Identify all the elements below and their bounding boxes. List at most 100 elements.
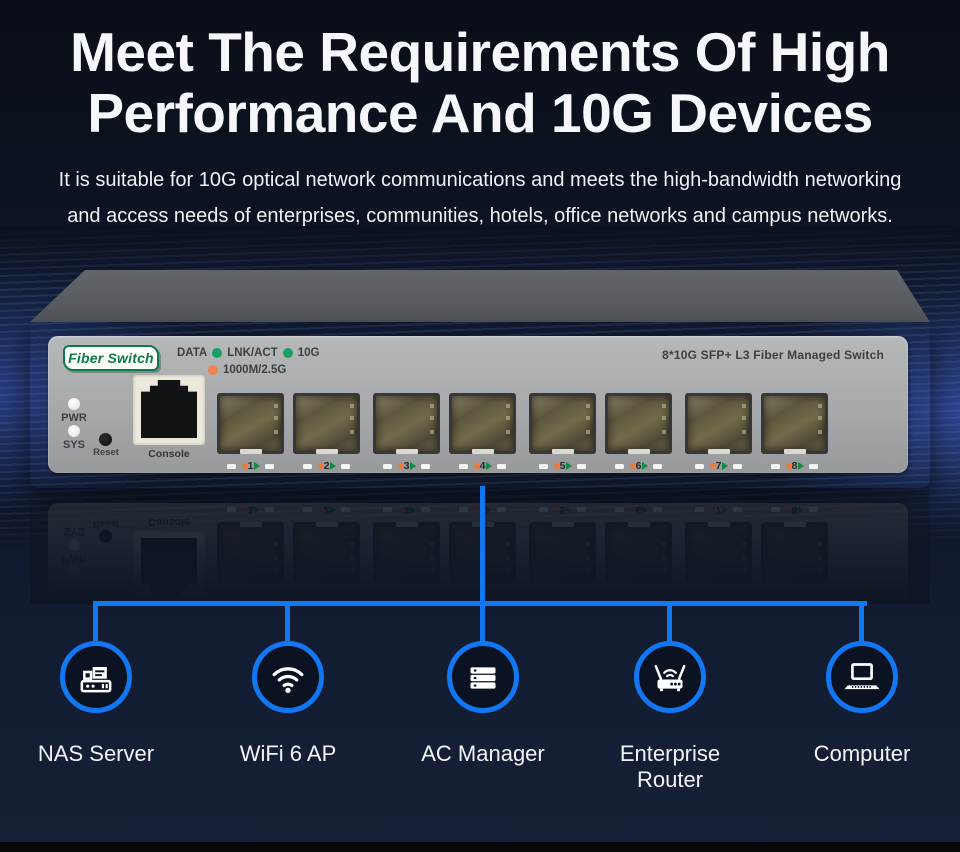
led-legend: DATA LNK/ACT 10G 1000M/2.5G <box>177 345 319 377</box>
port-indicator: 2 <box>293 461 360 472</box>
reset-label: Reset <box>93 447 119 458</box>
ac-manager-icon <box>470 667 496 689</box>
device-ring <box>60 641 132 713</box>
dash-icon <box>770 463 780 469</box>
dash-icon <box>302 463 312 469</box>
port-number: 2 <box>323 460 330 472</box>
port-indicator: 4 <box>449 461 516 472</box>
sfp-port-4: 4 <box>449 393 516 472</box>
led-legend-row-1: DATA LNK/ACT 10G <box>177 345 319 360</box>
sfp-cage-icon <box>605 393 672 454</box>
sfp-cage-icon <box>761 393 828 454</box>
dash-icon <box>577 463 587 469</box>
dash-icon <box>614 463 624 469</box>
sfp-cage-icon <box>373 393 440 454</box>
connector-drop-line <box>285 601 290 646</box>
device-node-ac-manager: AC Manager <box>403 641 563 767</box>
wifi-ap-icon <box>272 667 304 693</box>
subtitle-line-2: and access needs of enterprises, communi… <box>67 205 893 227</box>
sfp-port-1: 1 <box>217 393 284 472</box>
orange-led-icon <box>208 364 218 375</box>
nas-server-icon <box>80 667 112 693</box>
device-ring <box>252 641 324 713</box>
green-arrow-icon <box>722 462 729 471</box>
connector-drop-line <box>859 601 864 646</box>
device-label: WiFi 6 AP <box>239 741 337 766</box>
device-ring <box>826 641 898 713</box>
sfp-cage-icon <box>293 393 360 454</box>
device-ring <box>447 641 519 713</box>
dash-icon <box>497 463 507 469</box>
port-number: 5 <box>559 460 566 472</box>
switch-front-panel: Fiber Switch DATA LNK/ACT 10G 1000M/2.5G… <box>48 336 908 473</box>
sys-led <box>68 425 80 437</box>
dash-icon <box>341 463 351 469</box>
port-number: 1 <box>247 460 254 472</box>
dash-icon <box>809 463 819 469</box>
port-indicator: 7 <box>685 461 752 472</box>
sfp-cage-icon <box>449 393 516 454</box>
device-node-wifi-ap: WiFi 6 AP <box>208 641 368 767</box>
connector-drop-line <box>93 601 98 646</box>
orange-arrow-icon <box>240 462 247 471</box>
title-line-2: Performance And 10G Devices <box>87 82 873 144</box>
green-arrow-icon <box>566 462 573 471</box>
device-ring <box>634 641 706 713</box>
led-legend-row-2: 1000M/2.5G <box>208 362 319 377</box>
device-node-computer: Computer <box>782 641 942 767</box>
orange-arrow-icon <box>472 462 479 471</box>
computer-icon <box>844 663 880 690</box>
port-indicator: 6 <box>605 461 672 472</box>
sfp-port-pair: 3 4 <box>373 393 516 472</box>
rj45-jack-icon <box>141 380 197 438</box>
orange-arrow-icon <box>628 462 635 471</box>
sfp-cage-icon <box>529 393 596 454</box>
device-label: AC Manager <box>421 741 545 766</box>
speed-label: 1000M/2.5G <box>223 363 287 376</box>
green-led-icon <box>282 347 293 358</box>
connector-drop-line <box>480 601 485 646</box>
ten-g-label: 10G <box>297 346 320 359</box>
title-line-1: Meet The Requirements Of High <box>70 21 890 83</box>
green-arrow-icon <box>642 462 649 471</box>
green-arrow-icon <box>486 462 493 471</box>
orange-arrow-icon <box>784 462 791 471</box>
dash-icon <box>653 463 663 469</box>
green-led-icon <box>212 347 223 358</box>
device-node-enterprise-router: Enterprise Router <box>590 641 750 793</box>
page-subtitle: It is suitable for 10G optical network c… <box>0 162 960 234</box>
port-indicator: 1 <box>217 461 284 472</box>
sfp-port-2: 2 <box>293 393 360 472</box>
switch-device: Fiber Switch DATA LNK/ACT 10G 1000M/2.5G… <box>30 262 930 488</box>
dash-icon <box>382 463 392 469</box>
model-label: 8*10G SFP+ L3 Fiber Managed Switch <box>662 348 884 362</box>
port-number: 6 <box>635 460 642 472</box>
device-label: Enterprise Router <box>619 741 721 792</box>
connector-drop-line <box>667 601 672 646</box>
green-arrow-icon <box>798 462 805 471</box>
sfp-port-pair: 7 8 <box>685 393 828 472</box>
sfp-port-7: 7 <box>685 393 752 472</box>
sfp-cage-icon <box>217 393 284 454</box>
console-port <box>133 375 205 445</box>
link-act-label: LNK/ACT <box>227 346 278 359</box>
dash-icon <box>265 463 275 469</box>
port-number: 4 <box>479 460 486 472</box>
port-number: 7 <box>715 460 722 472</box>
brand-badge: Fiber Switch <box>63 345 159 371</box>
subtitle-line-1: It is suitable for 10G optical network c… <box>58 169 902 191</box>
dash-icon <box>458 463 468 469</box>
bottom-black-bar <box>0 842 960 852</box>
sfp-port-pair: 1 2 <box>217 393 360 472</box>
orange-arrow-icon <box>552 462 559 471</box>
orange-arrow-icon <box>396 462 403 471</box>
connector-stem-line <box>480 486 485 606</box>
device-label: Computer <box>813 741 911 766</box>
sfp-port-pair: 5 6 <box>529 393 672 472</box>
dash-icon <box>538 463 548 469</box>
sys-label: SYS <box>62 439 85 451</box>
port-indicator: 3 <box>373 461 440 472</box>
orange-arrow-icon <box>316 462 323 471</box>
console-label: Console <box>148 448 190 460</box>
